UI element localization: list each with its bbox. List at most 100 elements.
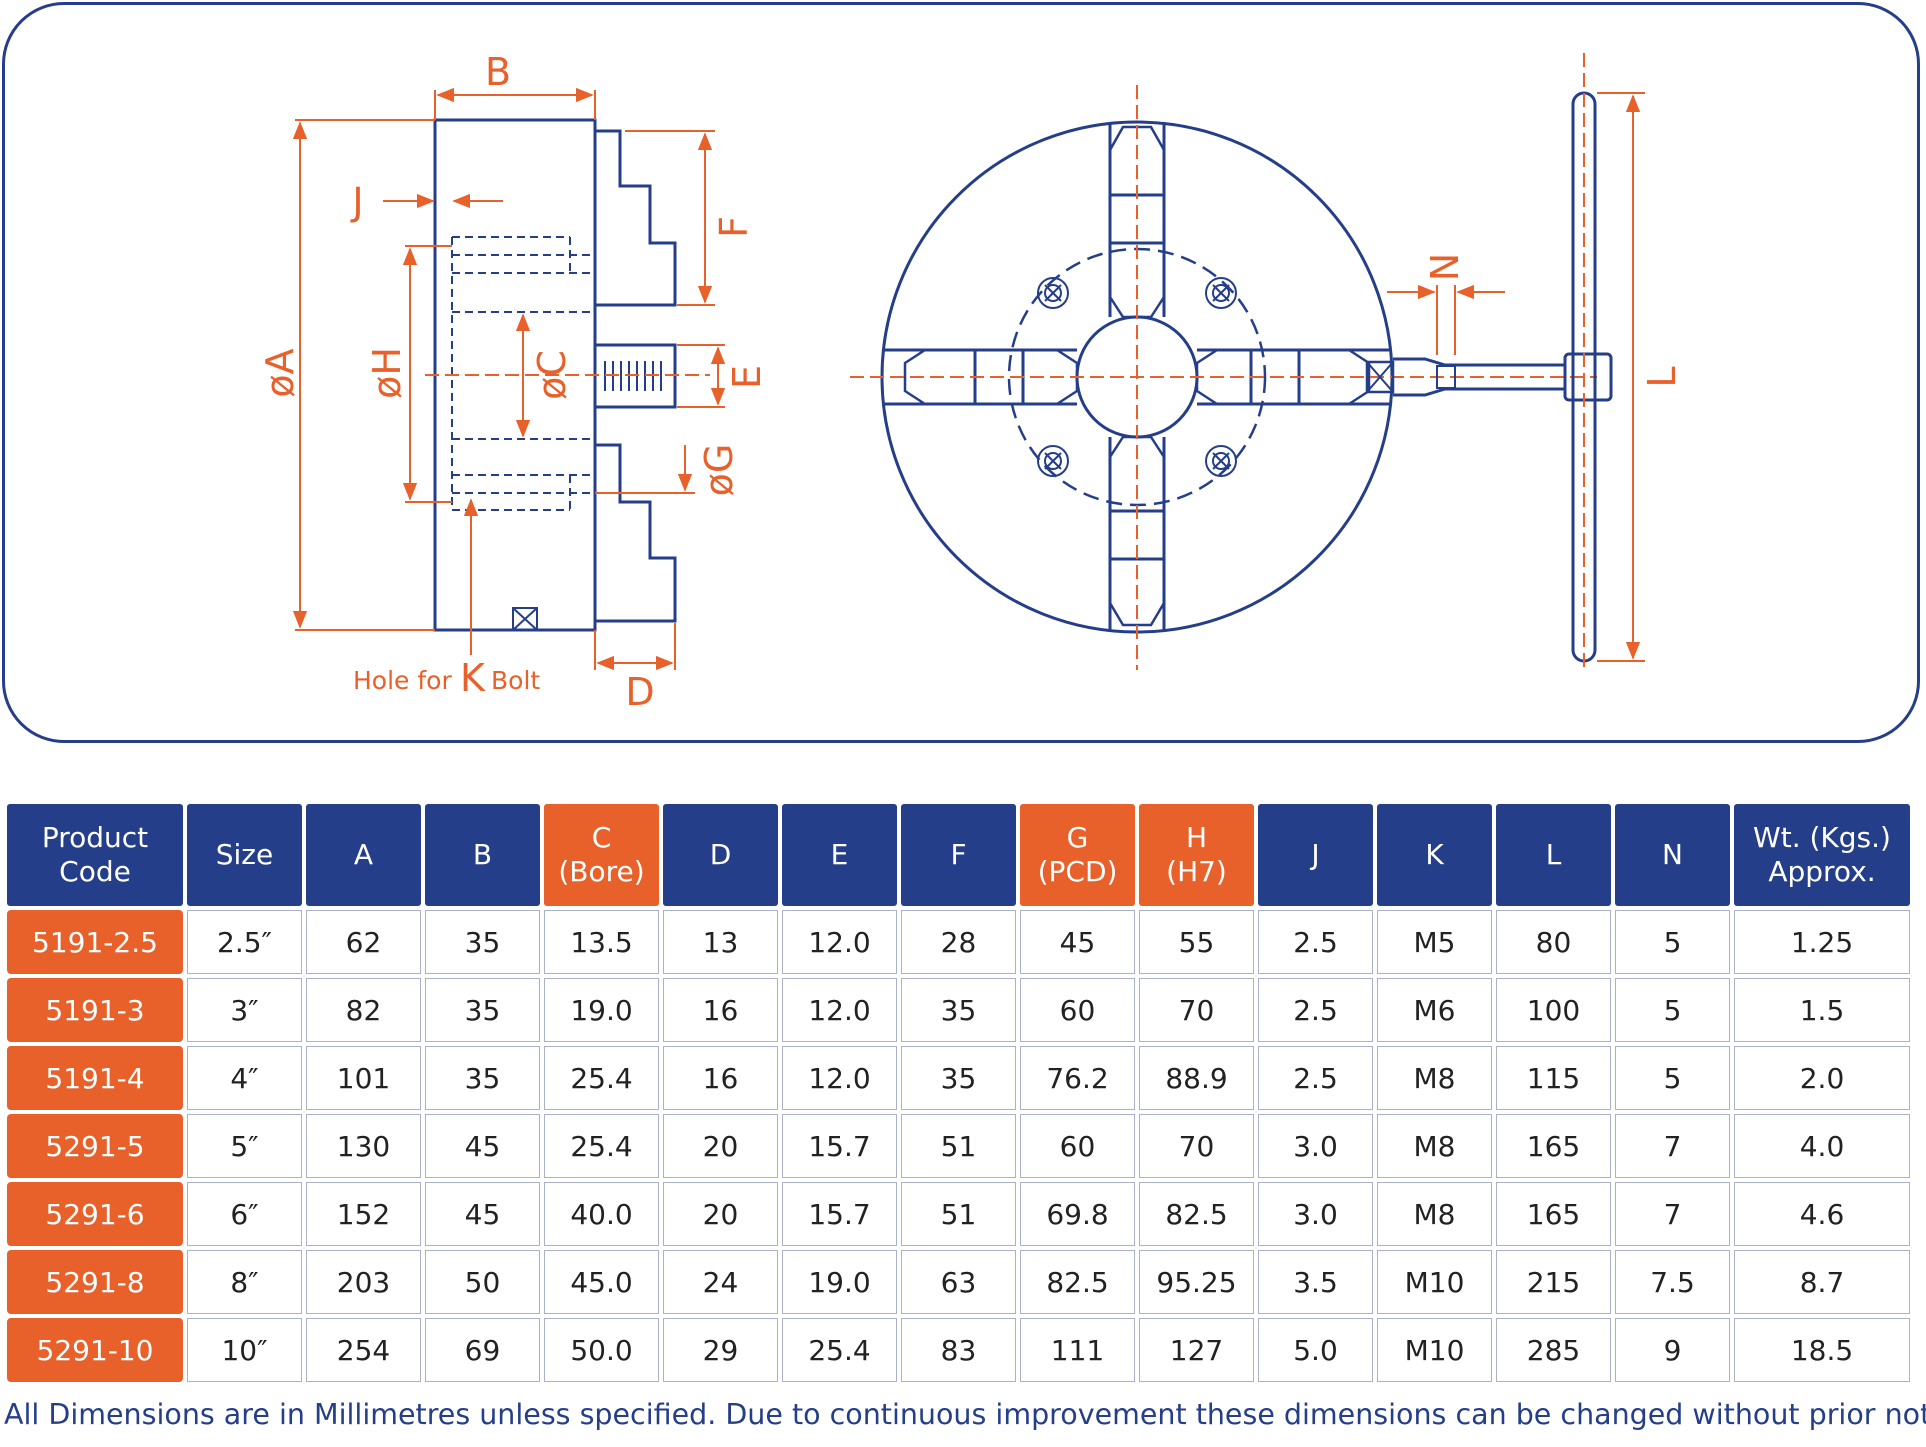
column-header: Wt. (Kgs.)Approx. bbox=[1734, 804, 1910, 906]
table-cell: 12.0 bbox=[782, 978, 897, 1042]
table-cell: 5.0 bbox=[1258, 1318, 1373, 1382]
table-cell: 2.0 bbox=[1734, 1046, 1910, 1110]
label-hole-for: Hole for bbox=[353, 666, 452, 695]
table-cell: 8.7 bbox=[1734, 1250, 1910, 1314]
table-cell: 20 bbox=[663, 1114, 778, 1178]
column-header-label: N bbox=[1662, 838, 1683, 871]
column-header-label: A bbox=[353, 838, 374, 871]
table-cell: 9 bbox=[1615, 1318, 1730, 1382]
label-b: B bbox=[485, 50, 511, 94]
table-cell: 19.0 bbox=[782, 1250, 897, 1314]
product-code-cell: 5291-8 bbox=[7, 1250, 183, 1314]
table-cell: 13 bbox=[663, 910, 778, 974]
column-header: A bbox=[306, 804, 421, 906]
table-cell: 165 bbox=[1496, 1114, 1611, 1178]
table-cell: 285 bbox=[1496, 1318, 1611, 1382]
table-cell: 1.5 bbox=[1734, 978, 1910, 1042]
column-header-label: G bbox=[1066, 821, 1089, 854]
table-cell: 40.0 bbox=[544, 1182, 659, 1246]
table-cell: 5″ bbox=[187, 1114, 302, 1178]
table-cell: 51 bbox=[901, 1182, 1016, 1246]
table-cell: 4.6 bbox=[1734, 1182, 1910, 1246]
product-code-cell: 5191-2.5 bbox=[7, 910, 183, 974]
product-code-cell: 5191-4 bbox=[7, 1046, 183, 1110]
table-cell: 7.5 bbox=[1615, 1250, 1730, 1314]
table-cell: 45 bbox=[425, 1182, 540, 1246]
table-cell: 18.5 bbox=[1734, 1318, 1910, 1382]
table-cell: 4.0 bbox=[1734, 1114, 1910, 1178]
table-cell: 83 bbox=[901, 1318, 1016, 1382]
label-e: E bbox=[725, 365, 769, 389]
table-cell: 101 bbox=[306, 1046, 421, 1110]
table-cell: 25.4 bbox=[782, 1318, 897, 1382]
key-dimensions bbox=[1387, 53, 1645, 670]
table-cell: M8 bbox=[1377, 1046, 1492, 1110]
table-cell: 1.25 bbox=[1734, 910, 1910, 974]
column-header: E bbox=[782, 804, 897, 906]
table-cell: 25.4 bbox=[544, 1114, 659, 1178]
table-cell: M6 bbox=[1377, 978, 1492, 1042]
column-header-label: B bbox=[472, 838, 493, 871]
table-cell: 19.0 bbox=[544, 978, 659, 1042]
table-cell: 63 bbox=[901, 1250, 1016, 1314]
table-cell: 24 bbox=[663, 1250, 778, 1314]
table-cell: 111 bbox=[1020, 1318, 1135, 1382]
product-code-cell: 5191-3 bbox=[7, 978, 183, 1042]
table-cell: 82.5 bbox=[1020, 1250, 1135, 1314]
column-header-label: E bbox=[830, 838, 849, 871]
table-cell: 70 bbox=[1139, 978, 1254, 1042]
table-cell: 2.5 bbox=[1258, 978, 1373, 1042]
column-header: H(H7) bbox=[1139, 804, 1254, 906]
table-cell: 203 bbox=[306, 1250, 421, 1314]
label-f: F bbox=[712, 216, 756, 238]
table-cell: M10 bbox=[1377, 1250, 1492, 1314]
technical-drawing: B J øA øH øC F E øG D N L Hole for K Bol… bbox=[258, 50, 1684, 714]
product-code-cell: 5291-10 bbox=[7, 1318, 183, 1382]
table-cell: 82.5 bbox=[1139, 1182, 1254, 1246]
table-cell: 7 bbox=[1615, 1114, 1730, 1178]
table-cell: 60 bbox=[1020, 1114, 1135, 1178]
table-cell: M8 bbox=[1377, 1114, 1492, 1178]
column-header-sublabel: (Bore) bbox=[558, 855, 645, 888]
column-header-label: K bbox=[1425, 838, 1444, 871]
table-cell: 55 bbox=[1139, 910, 1254, 974]
front-view-centerlines bbox=[850, 85, 1597, 670]
product-code-cell: 5291-6 bbox=[7, 1182, 183, 1246]
column-header-label: Product bbox=[41, 821, 149, 854]
table-cell: 165 bbox=[1496, 1182, 1611, 1246]
column-header-sublabel: (PCD) bbox=[1037, 855, 1118, 888]
table-cell: 88.9 bbox=[1139, 1046, 1254, 1110]
label-c: øC bbox=[530, 350, 574, 400]
table-cell: 25.4 bbox=[544, 1046, 659, 1110]
table-cell: 2.5 bbox=[1258, 1046, 1373, 1110]
table-cell: 8″ bbox=[187, 1250, 302, 1314]
column-header-label: H bbox=[1185, 821, 1208, 854]
column-header-label: L bbox=[1545, 838, 1562, 871]
table-cell: 35 bbox=[901, 1046, 1016, 1110]
table-cell: 80 bbox=[1496, 910, 1611, 974]
column-header: G(PCD) bbox=[1020, 804, 1135, 906]
table-cell: 130 bbox=[306, 1114, 421, 1178]
table-cell: 5 bbox=[1615, 978, 1730, 1042]
table-cell: 152 bbox=[306, 1182, 421, 1246]
column-header-label: J bbox=[1311, 838, 1320, 871]
table-cell: 3″ bbox=[187, 978, 302, 1042]
table-cell: M8 bbox=[1377, 1182, 1492, 1246]
table-cell: 2.5″ bbox=[187, 910, 302, 974]
table-cell: 254 bbox=[306, 1318, 421, 1382]
table-cell: 115 bbox=[1496, 1046, 1611, 1110]
label-d: D bbox=[625, 670, 654, 714]
table-cell: 82 bbox=[306, 978, 421, 1042]
column-header: Size bbox=[187, 804, 302, 906]
table-cell: 16 bbox=[663, 1046, 778, 1110]
diagram-panel: B J øA øH øC F E øG D N L Hole for K Bol… bbox=[2, 2, 1920, 743]
column-header: F bbox=[901, 804, 1016, 906]
table-cell: 76.2 bbox=[1020, 1046, 1135, 1110]
